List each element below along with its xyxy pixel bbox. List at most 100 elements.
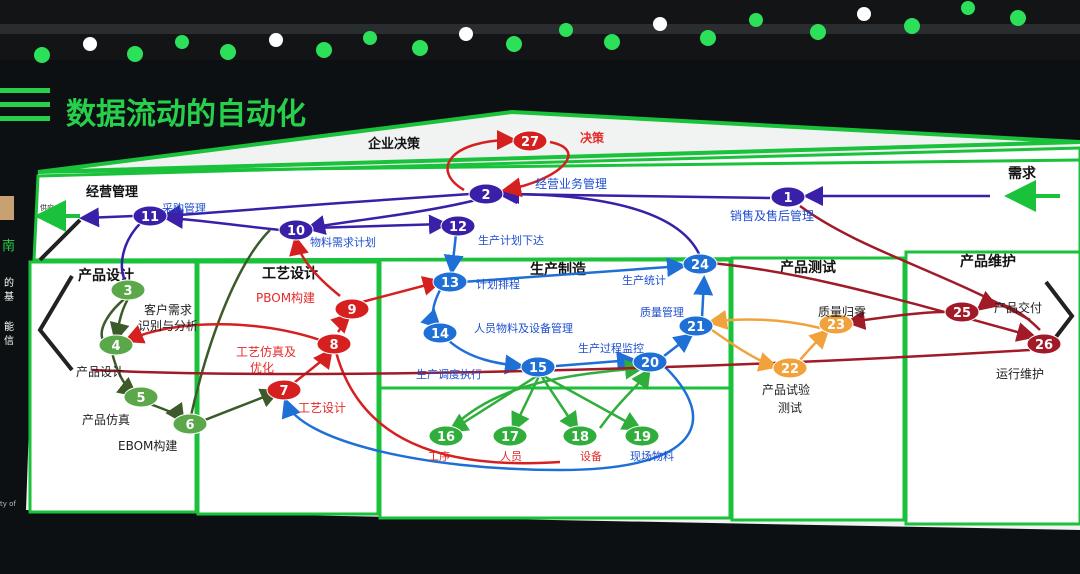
node-label-11: 采购管理	[162, 201, 206, 215]
left-edge-text: 能	[4, 320, 14, 333]
flow-2-to-10	[305, 198, 477, 235]
stage-light	[559, 23, 573, 37]
stage-light	[83, 37, 97, 51]
node-label-20: 生产过程监控	[578, 341, 644, 355]
node-3: 3	[110, 279, 146, 301]
stage-lights	[0, 0, 1080, 63]
flow-13-to-24	[461, 257, 687, 284]
flow-15-to-16	[447, 372, 541, 433]
flow-18-to-20	[598, 367, 651, 429]
node-number: 1	[783, 191, 792, 206]
left-chevron-icon[interactable]	[37, 218, 82, 372]
flow-8-to-18	[334, 351, 561, 465]
testing-zone	[730, 256, 906, 522]
node-number: 3	[123, 284, 132, 299]
node-ellipse	[944, 301, 980, 323]
node-ellipse	[440, 215, 476, 237]
node-number: 26	[1035, 338, 1053, 353]
stage-light	[34, 47, 50, 63]
node-ellipse	[266, 379, 302, 401]
flow-9-to-10	[289, 235, 341, 297]
zone-label-maintenance: 产品维护	[960, 253, 1016, 270]
node-1: 1	[770, 186, 806, 208]
node-number: 13	[441, 276, 459, 291]
node-7: 7	[266, 379, 302, 401]
node-labels: 经营业务管理 销售及售后管理 采购管理 物料需求计划 生产计划下达 计划排程 生…	[76, 130, 1044, 463]
node-ellipse	[520, 356, 556, 378]
node-ellipse	[770, 186, 806, 208]
node-label-25: 产品交付	[994, 300, 1042, 315]
stage-light	[269, 33, 283, 47]
flow-26-to-25	[976, 290, 1041, 331]
node-label-23: 质量归零	[818, 305, 866, 319]
node-number: 20	[641, 356, 659, 371]
node-ellipse	[132, 205, 168, 227]
flow-24-to-26	[699, 260, 1037, 342]
node-ellipse	[278, 219, 314, 241]
node-20: 20	[632, 351, 668, 373]
flow-21-to-24	[693, 275, 714, 319]
stage-light	[175, 35, 189, 49]
node-number: 6	[185, 418, 194, 433]
node-9: 9	[334, 298, 370, 320]
node-18: 18	[562, 425, 598, 447]
stage-light	[412, 40, 428, 56]
zone-label-design: 产品设计	[78, 267, 134, 284]
node-number: 9	[347, 303, 356, 318]
node-label-22b: 测试	[778, 400, 802, 415]
title-bar	[0, 102, 50, 107]
flow-9-to-13	[361, 276, 443, 304]
node-11: 11	[132, 205, 168, 227]
node-number: 4	[111, 339, 120, 354]
flow-27-to-2	[501, 140, 570, 198]
node-label-13: 计划排程	[476, 277, 520, 291]
stage-light	[459, 27, 473, 41]
flow-10-to-12	[311, 214, 449, 235]
node-label-16: 工序	[428, 449, 450, 463]
node-number: 23	[827, 318, 845, 333]
node-number: 22	[781, 362, 799, 377]
node-ellipse	[316, 333, 352, 355]
node-label-24: 生产统计	[622, 273, 666, 287]
flow-24-to-2	[499, 184, 702, 257]
node-label-4: 产品设计	[76, 365, 124, 379]
zone-label-demand: 需求	[1008, 165, 1037, 182]
node-number: 27	[521, 135, 539, 150]
node-8: 8	[316, 333, 352, 355]
zone-divider	[37, 158, 1080, 174]
node-5: 5	[123, 386, 159, 408]
stage-light	[127, 46, 143, 62]
flow-4-to-26	[91, 348, 1031, 376]
node-label-12: 生产计划下达	[478, 233, 544, 247]
left-edge-text: 基	[4, 290, 14, 303]
node-label-8: 工艺仿真及	[236, 345, 296, 359]
flow-22-to-23	[799, 328, 830, 361]
flow-10-to-11	[163, 208, 281, 232]
node-label-9: PBOM构建	[256, 290, 315, 305]
flow-20-to-7	[281, 365, 695, 472]
stage-light	[749, 13, 763, 27]
node-label-19: 现场物料	[630, 449, 674, 463]
design-zone	[28, 260, 198, 514]
node-number: 14	[431, 327, 449, 342]
node-ellipse	[562, 425, 598, 447]
flow-15-to-19	[539, 372, 643, 431]
stage-light	[904, 18, 920, 34]
node-number: 12	[449, 220, 467, 235]
stage-light	[1010, 10, 1026, 26]
node-label-3b: 识别与分析	[138, 319, 198, 333]
node-ellipse	[428, 425, 464, 447]
title-bar	[0, 88, 50, 93]
node-ellipse	[468, 183, 504, 205]
zone-label-process: 工艺设计	[262, 265, 318, 282]
node-label-6: EBOM构建	[118, 438, 177, 453]
node-ellipse	[492, 425, 528, 447]
zone-label-testing: 产品测试	[780, 259, 836, 276]
node-ellipse	[624, 425, 660, 447]
node-ellipse	[772, 357, 808, 379]
left-edge-text: 的	[4, 276, 14, 289]
node-ellipse	[1026, 333, 1062, 355]
